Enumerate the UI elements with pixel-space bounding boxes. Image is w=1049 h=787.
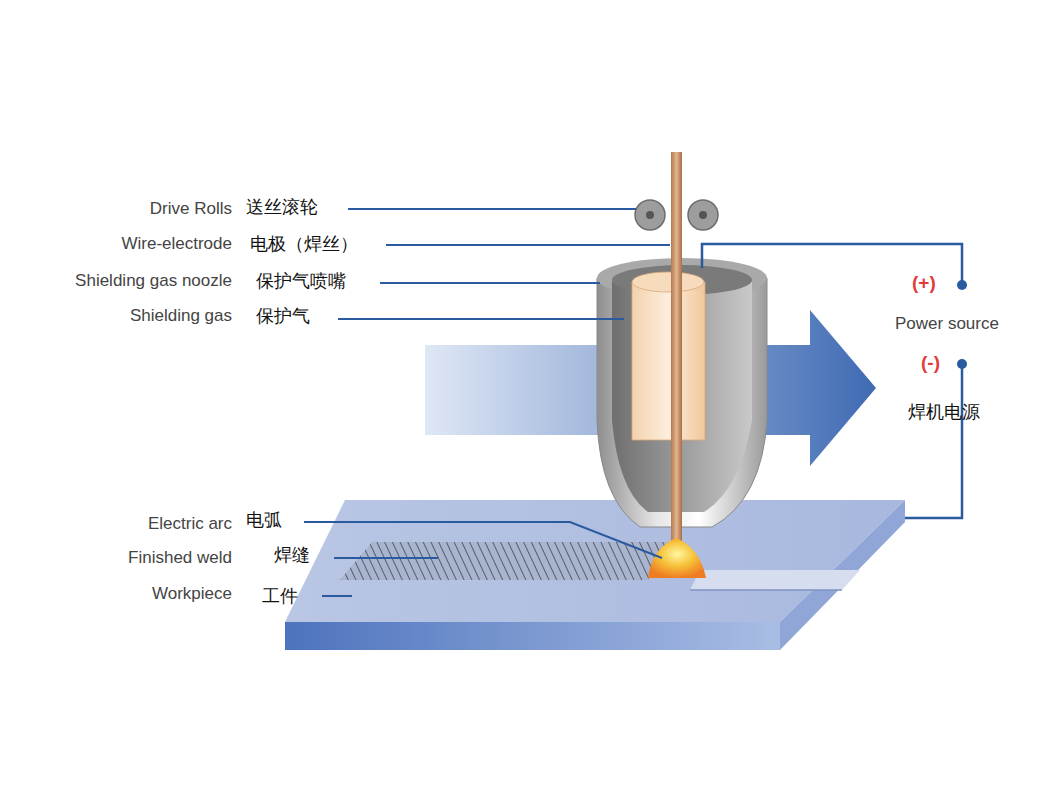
part-name: Wire-electrode [121, 234, 232, 254]
part-name: 工件 [262, 585, 298, 607]
part-name: Finished weld [128, 548, 232, 568]
part-name: 保护气 [256, 305, 310, 327]
part-name: Power source [895, 314, 999, 334]
part-name: 保护气喷嘴 [256, 270, 346, 292]
part-name: Electric arc [148, 514, 232, 534]
part-name: 电极（焊丝） [250, 233, 358, 255]
part-name: 焊缝 [274, 544, 310, 566]
polarity-sign: (+) [912, 272, 936, 295]
polarity-sign: (-) [921, 352, 940, 375]
part-name: 电弧 [246, 509, 282, 531]
part-name: Shielding gas [130, 306, 232, 326]
part-name: 送丝滚轮 [246, 196, 318, 218]
part-name: 焊机电源 [908, 401, 980, 423]
part-name: Drive Rolls [150, 199, 232, 219]
part-name: Shielding gas noozle [75, 271, 232, 291]
part-name: Workpiece [152, 584, 232, 604]
